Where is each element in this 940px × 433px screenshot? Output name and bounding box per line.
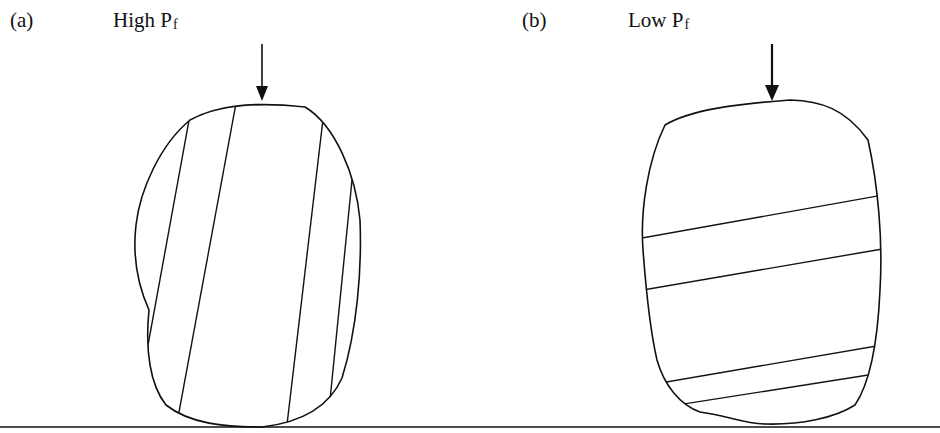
- subscript: f: [684, 18, 689, 32]
- pressure-label: Low P: [628, 10, 683, 31]
- foliation-lines: [138, 60, 364, 433]
- rock-outline: [642, 100, 880, 424]
- ground-line: [0, 426, 940, 428]
- rock-outline: [135, 105, 360, 427]
- foliation-lines: [620, 192, 900, 414]
- subscript: f: [173, 18, 178, 32]
- panel-letter: (a): [10, 10, 33, 31]
- panel-letter: (b): [522, 10, 547, 31]
- load-arrow: [765, 44, 779, 101]
- load-arrow: [256, 44, 268, 101]
- pressure-label: High P: [113, 10, 172, 31]
